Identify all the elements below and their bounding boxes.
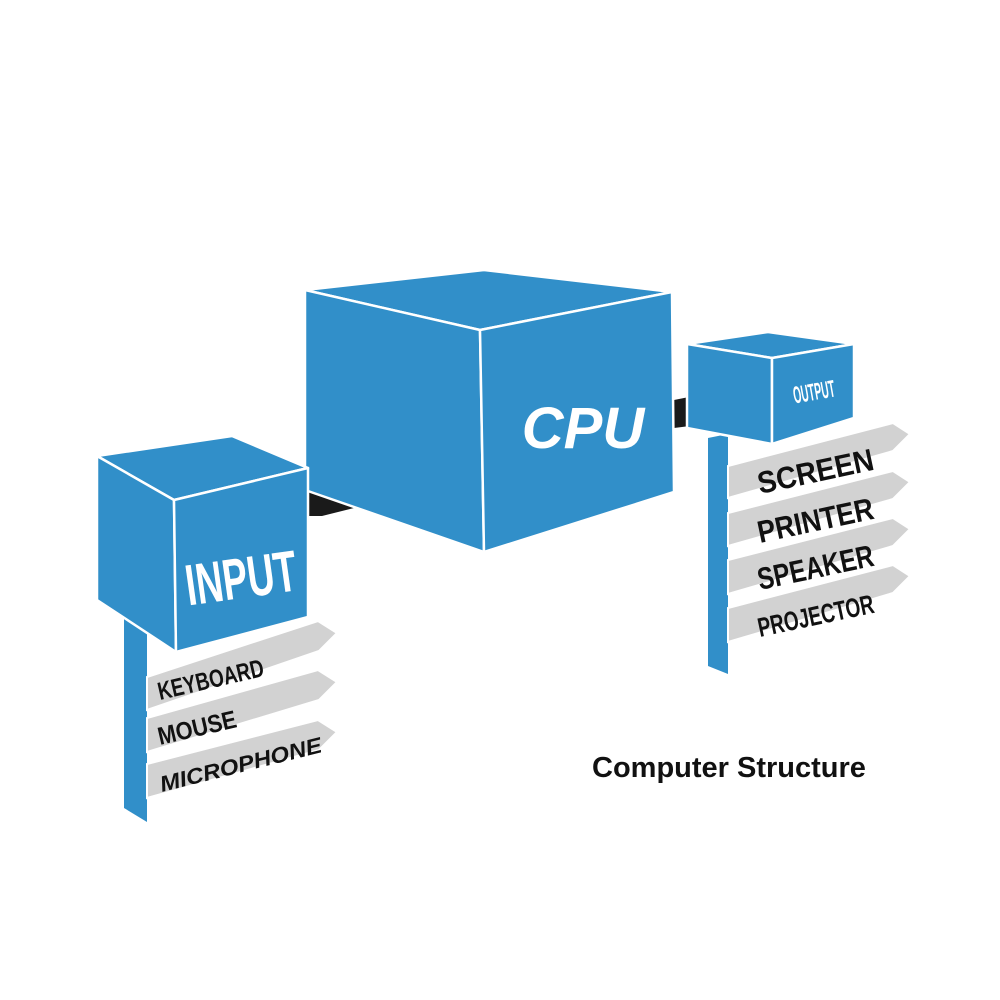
cpu-box: CPU [303, 268, 676, 554]
output-box: OUTPUT [685, 330, 856, 446]
output-device-signs: SCREEN PRINTER SPEAKER PROJECTOR [727, 421, 912, 644]
input-box: INPUT [95, 434, 310, 654]
output-pole [708, 434, 728, 674]
cpu-label: CPU [522, 396, 647, 461]
input-label: INPUT [181, 538, 301, 618]
diagram-caption: Computer Structure [592, 752, 866, 784]
input-pole [124, 600, 147, 822]
